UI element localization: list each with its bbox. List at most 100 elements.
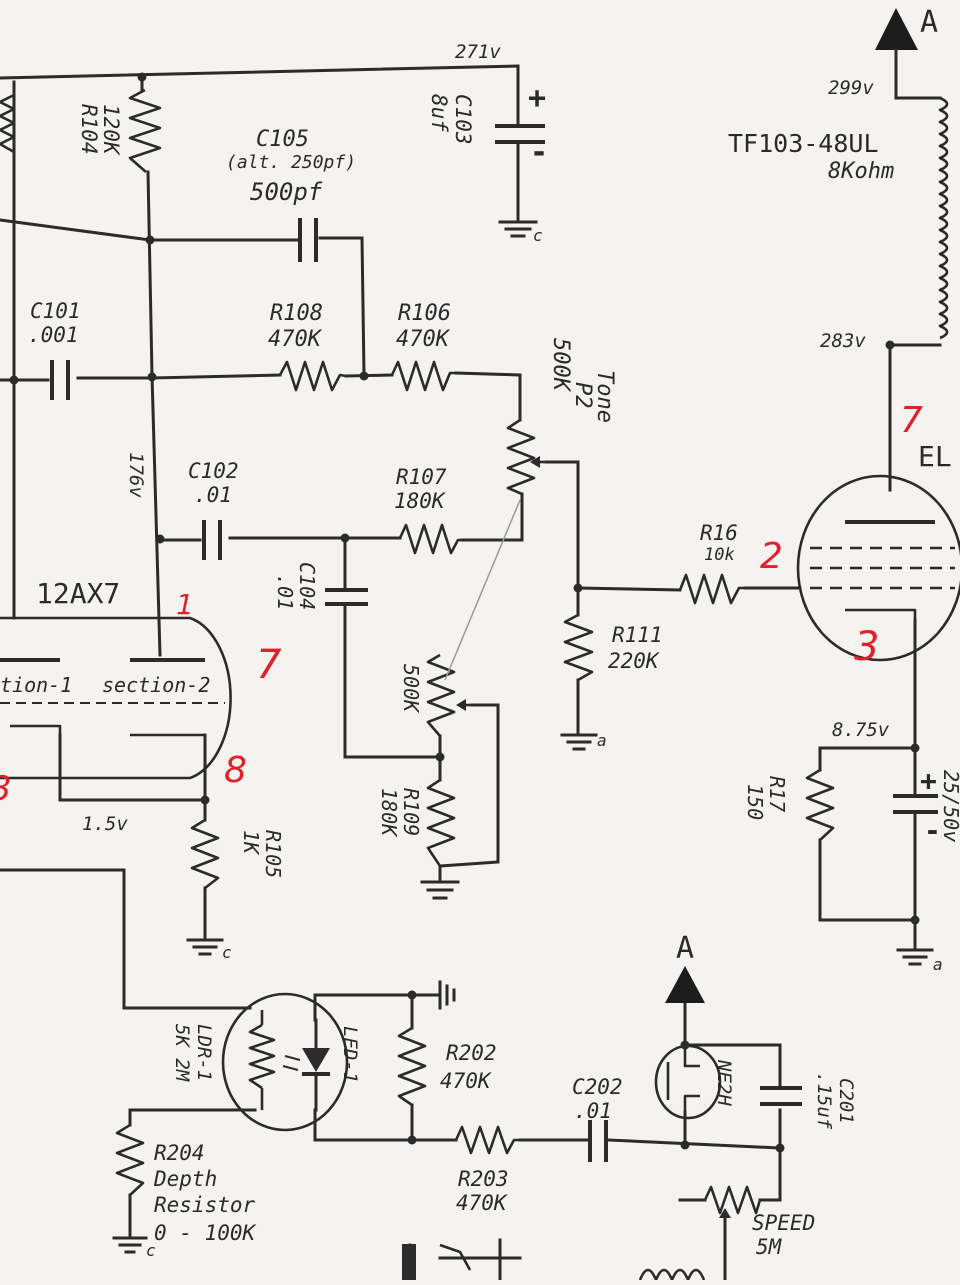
voltage-labels: 271v 299v 283v 176v 8.75v 1.5v [82, 41, 890, 835]
r108-ref: R108 [270, 301, 323, 326]
pot-wipers [444, 456, 731, 1222]
r203-value: 470K [456, 1191, 508, 1215]
r202-symbol [397, 1026, 427, 1107]
c-cathode-plus-sign: + [920, 764, 937, 797]
preamp-tube-12ax7 [0, 616, 232, 780]
r107-ref: R107 [396, 465, 447, 489]
r17-symbol [805, 768, 835, 841]
ground-symbols [112, 220, 934, 1254]
voltage-299v: 299v [828, 77, 874, 99]
r16-symbol [678, 573, 745, 605]
r204-line2: Resistor [154, 1193, 256, 1217]
c101-ref: C101 [30, 299, 81, 323]
ne2h-ref: NE2H [713, 1059, 735, 1106]
r17-value: 150 [743, 784, 767, 820]
transformer-model: TF103-48UL [728, 129, 879, 158]
c101-value: .001 [28, 323, 79, 347]
c103-ref: C103 [451, 94, 475, 145]
c105-symbol [298, 218, 318, 262]
ground-c-r105: c [222, 943, 232, 962]
optocoupler-symbol [221, 992, 349, 1132]
ground-r111 [560, 733, 598, 751]
node-a-arrow-bottom [665, 966, 705, 1003]
ground-c-top: c [533, 226, 543, 245]
r204-symbol [115, 1123, 145, 1196]
voltage-176v: 176v [125, 452, 147, 498]
r106-value: 470K [396, 327, 451, 352]
r108-value: 470K [268, 327, 323, 352]
r109-symbol [426, 778, 456, 867]
r109-value: 180K [377, 788, 401, 838]
c104-symbol [325, 588, 368, 606]
ground-c-r204: c [146, 1241, 156, 1260]
c102-ref: C102 [188, 459, 239, 483]
pin-7-preamp-annotation: 7 [256, 642, 282, 688]
c202-symbol [588, 1120, 608, 1162]
c105-value: 500pf [250, 178, 323, 206]
led-ref: LED-1 [339, 1026, 361, 1083]
pin-3-power-annotation: 3 [854, 624, 879, 670]
p-depth-symbol [426, 653, 456, 737]
ground-r105 [186, 938, 224, 956]
r111-value: 220K [608, 649, 660, 673]
r-left-edge [0, 93, 16, 154]
p2-label: Tone [592, 370, 617, 423]
ground-led [438, 980, 456, 1010]
capacitor-symbols [50, 83, 938, 1162]
r108-symbol [278, 360, 347, 392]
c201-ref: C201 [835, 1078, 857, 1124]
speed-value: 5M [756, 1235, 783, 1259]
r204-ref: R204 [154, 1141, 205, 1165]
c101-symbol [50, 360, 70, 400]
node-a-label-bottom: A [676, 931, 694, 966]
c104-ref: C104 [295, 562, 319, 610]
r204-line3: 0 - 100K [154, 1221, 257, 1245]
preamp-tube-name: 12AX7 [36, 577, 120, 610]
speed-symbol [703, 1185, 762, 1215]
r16-value: 10k [704, 545, 735, 565]
c202-value: .01 [574, 1099, 612, 1123]
c105-alt: (alt. 250pf) [226, 152, 356, 173]
preamp-section-1: tion-1 [0, 673, 72, 697]
voltage-1-5v: 1.5v [82, 813, 128, 835]
node-a-arrow-top [875, 8, 918, 50]
junction-dots [9, 72, 920, 1153]
c103-plus-sign: + [528, 81, 546, 116]
ground-r204 [112, 1236, 148, 1254]
wiring [0, 64, 942, 1282]
r202-value: 470K [440, 1069, 492, 1093]
pin-7-power-annotation: 7 [900, 400, 923, 441]
power-tube-name: EL [918, 440, 952, 473]
c103-value: 8uf [427, 94, 451, 132]
p2-ref: P2 [570, 382, 595, 409]
ground-letters: c a c a c [146, 226, 943, 1260]
pin-2-power-annotation: 2 [760, 536, 783, 577]
voltage-8-75v: 8.75v [832, 719, 890, 741]
c104-value: .01 [273, 574, 297, 610]
c-cathode-minus-sign: - [924, 814, 941, 847]
r109-ref: R109 [399, 788, 423, 836]
r105-value: 1K [239, 830, 263, 856]
r104-ref: R104 [77, 104, 101, 155]
r16-ref: R16 [700, 521, 738, 545]
r203-ref: R203 [458, 1167, 509, 1191]
c201-value: .15uf [813, 1072, 835, 1130]
pin-3-preamp-annotation: 3 [0, 769, 12, 809]
p-depth-value: 500K [399, 664, 423, 714]
speed-ref: SPEED [752, 1211, 815, 1235]
r104-symbol [128, 88, 162, 173]
power-tube-el84 [796, 474, 960, 662]
pin-annotations: 1 7 8 3 7 2 3 [0, 400, 923, 809]
neon-lamp-symbol [654, 1044, 722, 1120]
ground-r109 [420, 880, 460, 900]
r105-symbol [190, 818, 220, 890]
ground-a-r17: a [933, 955, 943, 974]
r202-ref: R202 [446, 1041, 497, 1065]
transformer-symbol [938, 96, 949, 340]
r107-value: 180K [394, 489, 446, 513]
r106-ref: R106 [398, 301, 451, 326]
ldr-value: 5K 2M [171, 1024, 193, 1082]
r203-symbol [454, 1125, 520, 1155]
p2-value: 500K [548, 338, 573, 393]
p2-symbol [506, 418, 536, 496]
